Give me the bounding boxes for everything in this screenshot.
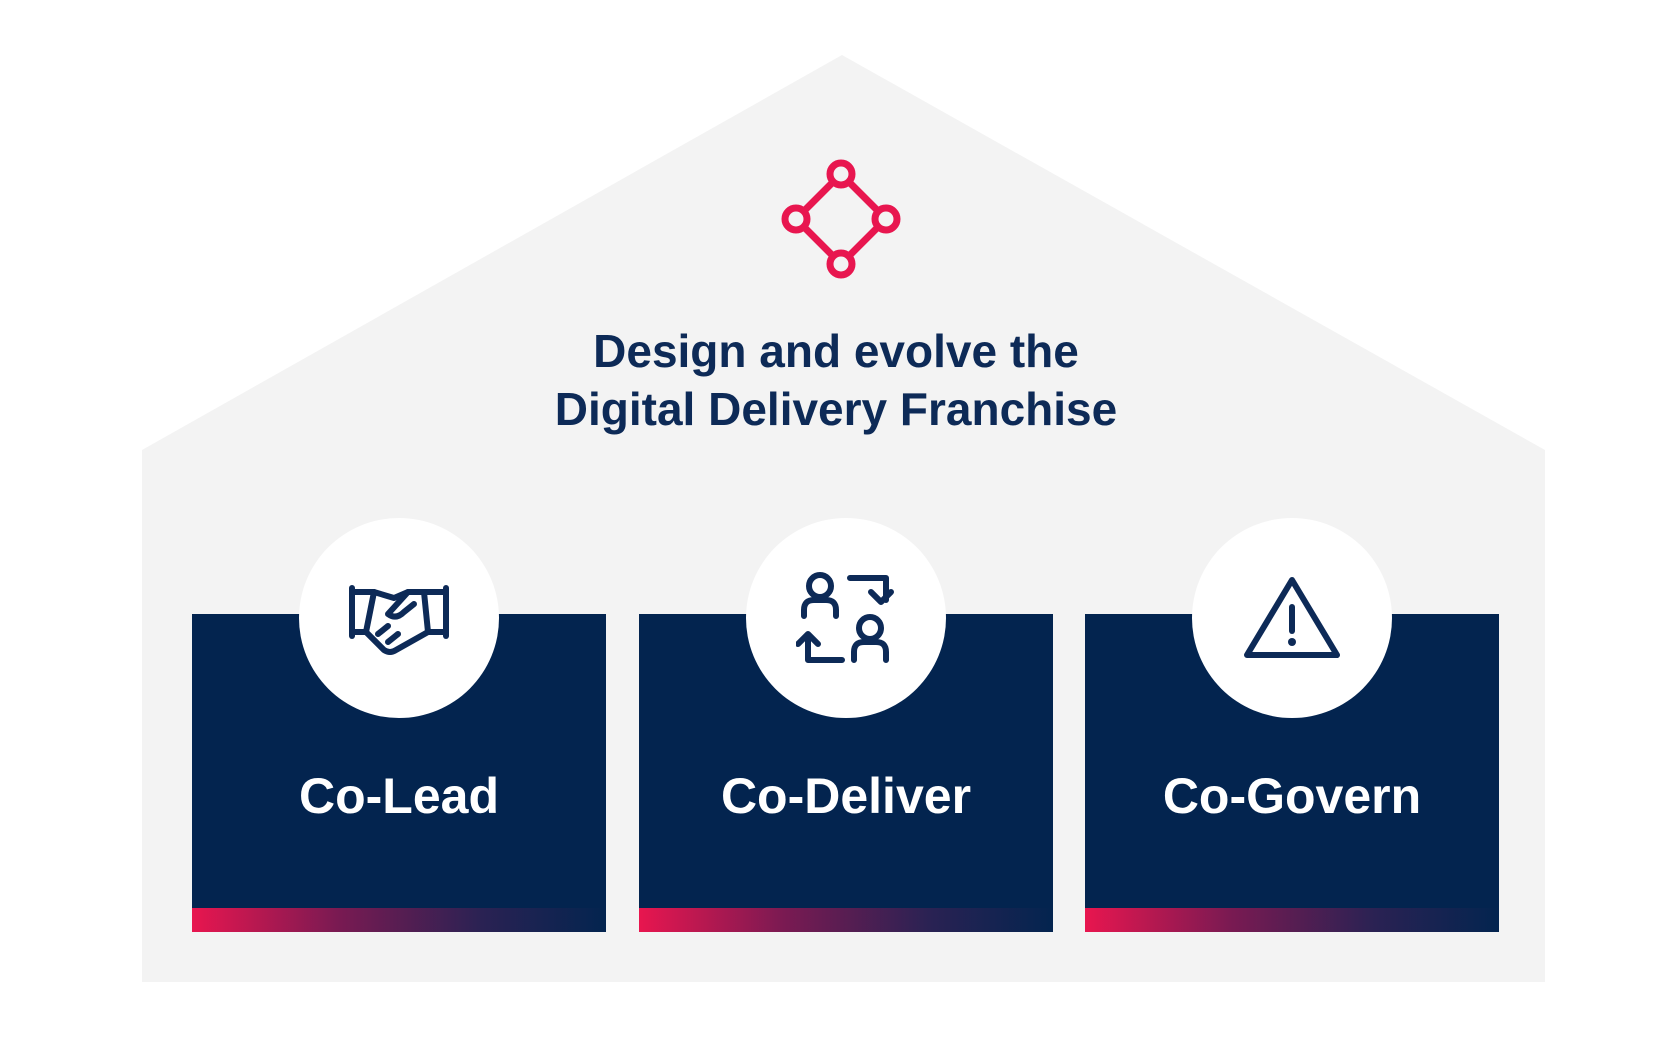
pillar-accent-bar [639, 908, 1053, 932]
pillar-label: Co-Govern [1162, 768, 1422, 824]
pillar-icon-circle [299, 518, 499, 718]
diagram-title: Design and evolve the Digital Delivery F… [436, 322, 1236, 438]
pillar-label: Co-Deliver [720, 768, 972, 824]
pillar-icon-circle [746, 518, 946, 718]
title-line-2: Digital Delivery Franchise [554, 383, 1118, 435]
connected-nodes-icon [781, 159, 901, 279]
pillar-accent-bar [192, 908, 606, 932]
title-line-1: Design and evolve the [593, 325, 1079, 377]
pillar-accent-bar [1085, 908, 1499, 932]
warning-triangle-icon [1244, 577, 1340, 658]
pillar-label: Co-Lead [299, 768, 499, 824]
people-exchange-icon [796, 572, 894, 663]
handshake-icon [349, 585, 449, 655]
pillar-icon-circle [1192, 518, 1392, 718]
pillar-card-co-govern: Co-Govern [1085, 614, 1499, 932]
